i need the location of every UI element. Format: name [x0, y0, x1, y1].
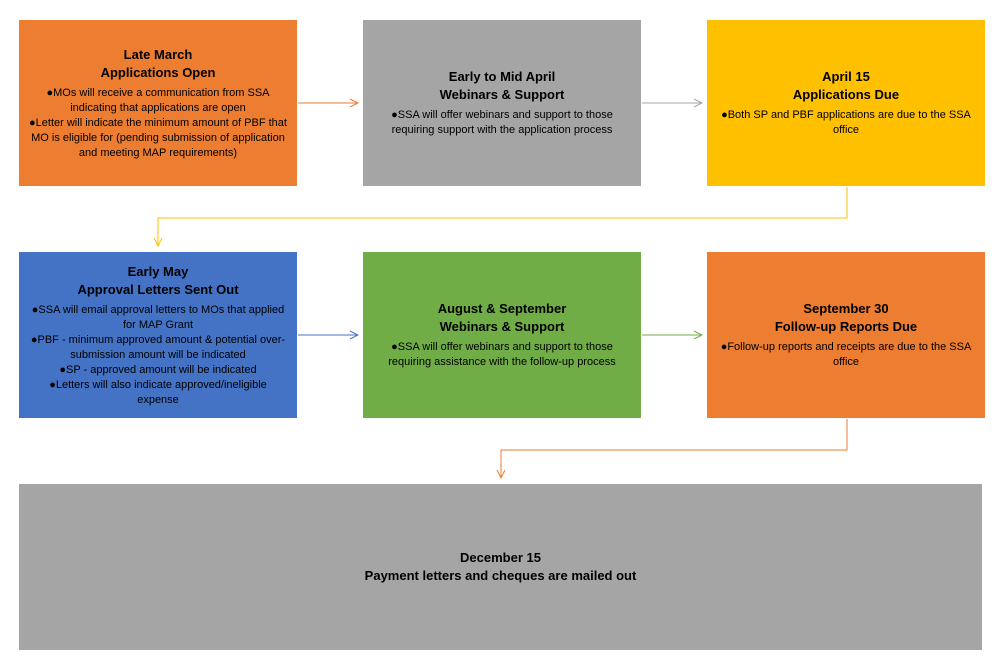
step-date: Early to Mid April	[448, 69, 556, 84]
step-title: April 15 Applications Due	[793, 68, 899, 104]
arrow-step3-to-step4	[158, 187, 848, 246]
step-heading: Follow-up Reports Due	[774, 319, 918, 334]
step-heading: Webinars & Support	[439, 319, 565, 334]
step-heading: Approval Letters Sent Out	[77, 281, 239, 297]
step-bullets: ●Follow-up reports and receipts are due …	[715, 340, 977, 370]
step-bullets: ●SSA will offer webinars and support to …	[371, 340, 633, 370]
step-title: Late March Applications Open	[101, 46, 216, 82]
bullet-item: ●Follow-up reports and receipts are due …	[720, 341, 972, 368]
step-date: April 15	[822, 69, 870, 84]
step-date: December 15	[460, 550, 541, 565]
step-date: September 30	[803, 301, 889, 316]
step-heading: Payment letters and cheques are mailed o…	[364, 568, 637, 583]
step-date: Late March	[123, 46, 193, 62]
step-webinars-april: Early to Mid April Webinars & Support ●S…	[363, 20, 641, 186]
bullet-item: ●SSA will offer webinars and support to …	[391, 109, 613, 136]
bullet-item: ●Both SP and PBF applications are due to…	[721, 109, 971, 136]
step-bullets: ●SSA will email approval letters to MOs …	[27, 303, 289, 408]
step-follow-up-due: September 30 Follow-up Reports Due ●Foll…	[707, 252, 985, 418]
bullet-item: ●Letters will also indicate approved/ine…	[49, 378, 267, 406]
step-title: Early May Approval Letters Sent Out	[77, 263, 238, 299]
step-title: Early to Mid April Webinars & Support	[440, 68, 565, 104]
step-applications-due: April 15 Applications Due ●Both SP and P…	[707, 20, 985, 186]
step-payment-letters: December 15 Payment letters and cheques …	[19, 484, 982, 650]
step-applications-open: Late March Applications Open ●MOs will r…	[19, 20, 297, 186]
step-bullets: ●SSA will offer webinars and support to …	[371, 108, 633, 138]
bullet-item: ●Letter will indicate the minimum amount…	[29, 116, 287, 159]
step-date: August & September	[437, 301, 567, 316]
step-heading: Applications Due	[792, 87, 900, 102]
bullet-item: ●PBF - minimum approved amount & potenti…	[30, 333, 286, 361]
step-bullets: ●Both SP and PBF applications are due to…	[715, 108, 977, 138]
step-date: Early May	[127, 263, 189, 279]
arrow-step6-to-step7	[501, 419, 848, 478]
step-title: August & September Webinars & Support	[438, 300, 567, 336]
bullet-item: ●MOs will receive a communication from S…	[46, 86, 270, 114]
step-approval-letters: Early May Approval Letters Sent Out ●SSA…	[19, 252, 297, 418]
step-heading: Applications Open	[100, 64, 216, 80]
step-webinars-aug-sep: August & September Webinars & Support ●S…	[363, 252, 641, 418]
step-bullets: ●MOs will receive a communication from S…	[29, 86, 287, 161]
bullet-item: ●SSA will email approval letters to MOs …	[31, 303, 285, 331]
step-heading: Webinars & Support	[439, 87, 565, 102]
step-title: December 15 Payment letters and cheques …	[365, 549, 637, 585]
step-title: September 30 Follow-up Reports Due	[775, 300, 917, 336]
bullet-item: ●SSA will offer webinars and support to …	[388, 341, 616, 368]
bullet-item: ●SP - approved amount will be indicated	[59, 363, 257, 376]
